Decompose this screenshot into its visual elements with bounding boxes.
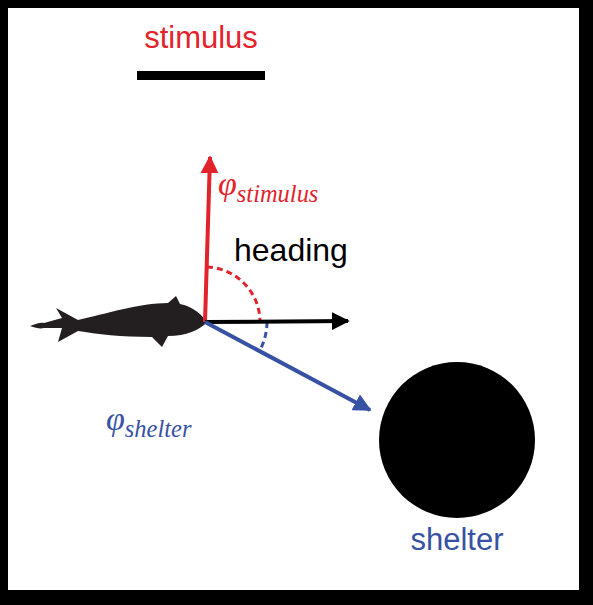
node-label: shelter (372, 522, 542, 558)
stimulus-arrow (205, 157, 210, 322)
stimulus-angle-arc (207, 267, 260, 322)
heading-label: heading (234, 232, 348, 269)
angle-label: φstimulus (218, 165, 318, 203)
shelter-disc (379, 362, 535, 518)
stimulus-bar: stimulus (131, 20, 271, 80)
stimulus-bar-shape (137, 71, 265, 80)
heading-arrow (205, 321, 348, 322)
shelter-circle-shape (372, 360, 542, 520)
shelter-arrow (205, 322, 370, 410)
fish-silhouette (30, 296, 207, 347)
shelter-circle: shelter (372, 360, 542, 560)
angle-label: φshelter (106, 400, 191, 438)
white-ground (8, 8, 579, 590)
node-label: stimulus (131, 20, 271, 56)
shelter-angle-arc (260, 322, 267, 350)
